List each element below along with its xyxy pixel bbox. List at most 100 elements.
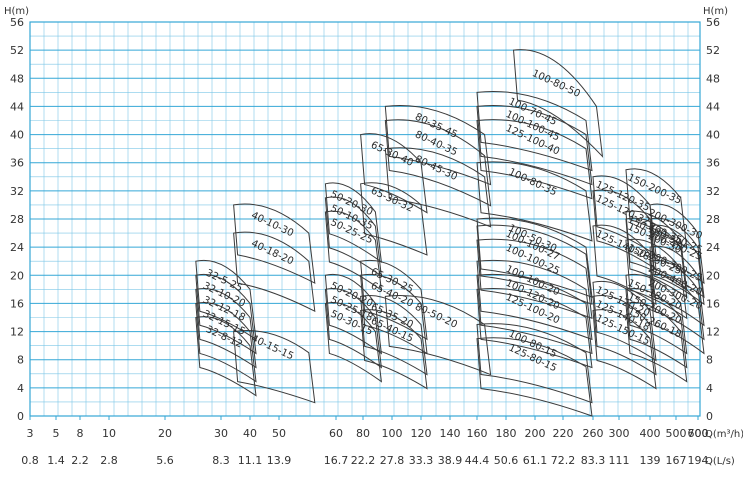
y-tick-label-left: 0 (17, 410, 24, 423)
q-tick-label: 5 (53, 427, 60, 440)
x-axis-title-q: Q(m³/h) (705, 429, 743, 440)
ls-tick-label: 194 (688, 454, 709, 467)
y-tick-label-right: 36 (706, 157, 720, 170)
ls-tick-label: 72.2 (551, 454, 576, 467)
q-tick-label: 600 (688, 427, 709, 440)
y-tick-label-left: 28 (10, 213, 24, 226)
grid (29, 21, 701, 417)
y-tick-label-right: 4 (706, 382, 713, 395)
y-tick-label-right: 24 (706, 241, 720, 254)
pump-region (476, 288, 593, 369)
q-tick-label: 180 (496, 427, 517, 440)
pump-region (384, 295, 492, 376)
pump-region (324, 210, 383, 292)
q-tick-label: 260 (583, 427, 604, 440)
q-tick-label: 40 (243, 427, 257, 440)
ls-tick-label: 83.3 (581, 454, 606, 467)
q-tick-label: 60 (329, 427, 343, 440)
q-tick-label: 500 (666, 427, 687, 440)
pump-region (324, 273, 383, 355)
pump-region (649, 217, 705, 299)
q-tick-label: 50 (272, 427, 286, 440)
y-tick-label-right: 40 (706, 129, 720, 142)
pump-region (625, 168, 688, 249)
q-tick-label: 80 (356, 427, 370, 440)
pump-region (476, 238, 593, 319)
y-tick-label-left: 4 (17, 382, 24, 395)
pump-region (476, 161, 593, 242)
pump-region (649, 259, 705, 341)
q-tick-label: 140 (440, 427, 461, 440)
ls-tick-label: 8.3 (212, 454, 230, 467)
y-tick-label-right: 32 (706, 185, 720, 198)
ls-tick-label: 33.3 (409, 454, 434, 467)
pump-region (625, 302, 688, 383)
y-tick-label-right: 44 (706, 100, 720, 113)
pump-region (476, 119, 593, 200)
ls-tick-label: 1.4 (47, 454, 65, 467)
pump-region (195, 259, 257, 341)
pump-label: 40-15-15 (249, 333, 295, 362)
ls-tick-label: 2.2 (71, 454, 89, 467)
pump-region (233, 329, 316, 404)
q-tick-label: 10 (102, 427, 116, 440)
ls-tick-label: 44.4 (465, 454, 490, 467)
pump-label: 100-80-50 (530, 68, 582, 100)
q-tick-label: 300 (609, 427, 630, 440)
pump-region (476, 323, 593, 404)
q-tick-label: 3 (27, 427, 34, 440)
y-tick-label-left: 36 (10, 157, 24, 170)
q-tick-label: 20 (158, 427, 172, 440)
pump-region (360, 309, 428, 390)
q-tick-label: 200 (525, 427, 546, 440)
pump-region (649, 203, 705, 285)
pump-region (649, 273, 705, 355)
pump-region (195, 273, 257, 355)
pump-region (625, 238, 688, 320)
ls-tick-label: 0.8 (21, 454, 39, 467)
pump-labels: 100-80-50100-70-45100-100-45125-100-4080… (201, 68, 704, 374)
pump-region (476, 105, 593, 186)
y-tick-label-right: 48 (706, 72, 720, 85)
pump-region (476, 91, 593, 172)
plot-border (29, 21, 701, 417)
ls-tick-label: 139 (640, 454, 661, 467)
pump-region (592, 175, 657, 256)
pump-region (513, 49, 604, 158)
y-tick-label-left: 44 (10, 100, 24, 113)
ls-tick-label: 16.7 (324, 454, 349, 467)
y-tick-label-left: 40 (10, 129, 24, 142)
pump-region (233, 203, 316, 284)
ls-tick-label: 38.9 (438, 454, 463, 467)
pump-region (592, 280, 657, 362)
y-tick-label-left: 52 (10, 44, 24, 57)
pump-region (360, 295, 428, 376)
pump-region (324, 196, 383, 278)
y-tick-label-left: 8 (17, 354, 24, 367)
ls-tick-label: 11.1 (238, 454, 263, 467)
y-axis-title-right: H(m) (703, 6, 728, 17)
pump-region (649, 224, 705, 306)
pump-region (625, 273, 688, 355)
q-tick-label: 160 (467, 427, 488, 440)
ls-tick-label: 2.8 (100, 454, 118, 467)
pump-region (592, 295, 657, 376)
q-tick-label: 700 (688, 427, 709, 440)
q-tick-label: 220 (553, 427, 574, 440)
pump-region (592, 189, 657, 270)
ls-tick-label: 5.6 (156, 454, 174, 467)
y-tick-label-right: 8 (706, 354, 713, 367)
pump-region (324, 182, 383, 264)
y-axis-title-left: H(m) (4, 6, 29, 17)
pump-region (625, 210, 688, 292)
pump-region (592, 309, 657, 390)
y-tick-label-left: 48 (10, 72, 24, 85)
pump-label: 40-10-30 (249, 210, 295, 239)
pump-region (625, 288, 688, 369)
y-tick-label-left: 16 (10, 297, 24, 310)
pump-region (360, 133, 428, 214)
pump-region (649, 245, 705, 327)
y-tick-label-right: 28 (706, 213, 720, 226)
pump-region (195, 288, 257, 369)
